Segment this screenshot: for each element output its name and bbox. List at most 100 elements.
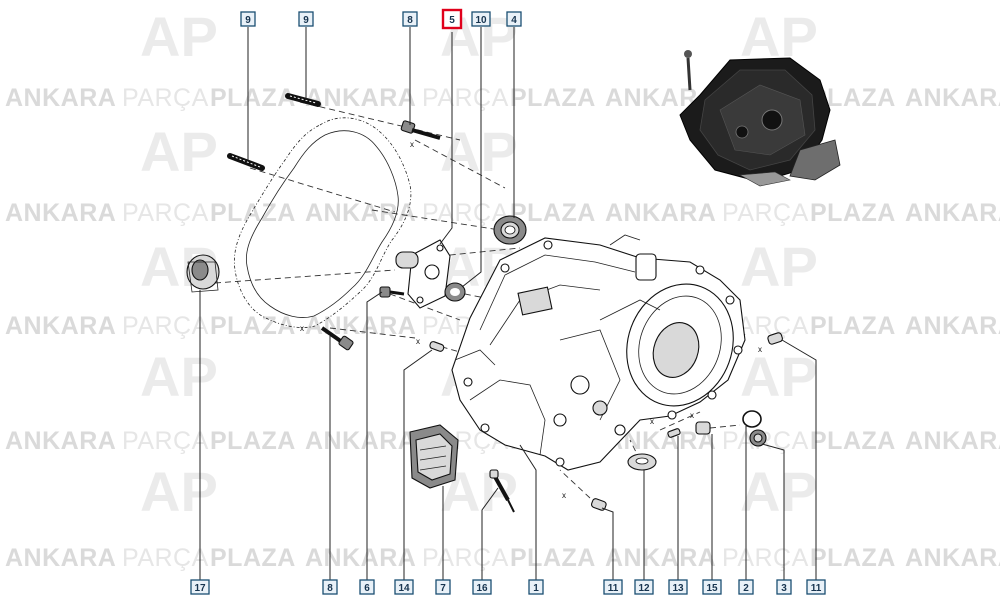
callout-5-selected[interactable]: 5 xyxy=(441,8,463,30)
watermark-logo-text: AP xyxy=(140,345,218,408)
callout-14[interactable]: 14 xyxy=(394,579,414,595)
torque-mark: x xyxy=(758,345,762,354)
part-11-dowel-right: x xyxy=(758,332,783,354)
watermark-row: ANKARA PARÇA PLAZA ANKARA PARÇA PLAZA AN… xyxy=(5,544,1000,572)
torque-mark: x xyxy=(410,140,414,149)
watermark-word: ANKARA xyxy=(605,544,716,572)
callout-label: 15 xyxy=(706,583,718,594)
watermark-word: ANKARA xyxy=(905,199,1000,227)
callout-4[interactable]: 4 xyxy=(506,11,522,27)
watermark-logo-text: AP xyxy=(740,235,818,298)
part-11-dowel-bottom: x xyxy=(562,491,607,511)
watermark-word: PLAZA xyxy=(510,84,596,112)
callout-label: 8 xyxy=(327,583,333,594)
watermark-logo-text: AP xyxy=(140,460,218,523)
callout-label: 6 xyxy=(364,583,370,594)
watermark-word: ANKARA xyxy=(5,84,116,112)
part-12-washer xyxy=(627,453,657,471)
watermark-word: ANKARA xyxy=(305,427,416,455)
callout-2[interactable]: 2 xyxy=(738,579,754,595)
watermark-word: ANKARA xyxy=(905,312,1000,340)
callout-label: 11 xyxy=(608,583,619,594)
part-10-seal xyxy=(444,282,466,302)
part-4-seal xyxy=(493,215,527,245)
callout-15[interactable]: 15 xyxy=(702,579,722,595)
callout-label: 5 xyxy=(449,15,455,26)
callout-6[interactable]: 6 xyxy=(359,579,375,595)
watermark-word: ANKARA xyxy=(5,544,116,572)
callout-12[interactable]: 12 xyxy=(634,579,654,595)
torque-mark: x xyxy=(416,337,420,346)
callout-label: 9 xyxy=(245,15,251,26)
callout-label: 8 xyxy=(407,15,413,26)
callout-8[interactable]: 8 xyxy=(402,11,418,27)
watermark-word: PLAZA xyxy=(210,84,296,112)
watermark-word: ANKARA xyxy=(305,544,416,572)
part-7-boot xyxy=(409,424,459,489)
watermark-word: PLAZA xyxy=(510,544,596,572)
callout-7[interactable]: 7 xyxy=(435,579,451,595)
gasket-outline xyxy=(233,117,412,328)
callout-11[interactable]: 11 xyxy=(603,579,623,595)
watermark-word: ANKARA xyxy=(905,544,1000,572)
watermark-word: ANKARA xyxy=(305,312,416,340)
watermark-word: PARÇA xyxy=(722,544,809,572)
watermark-word: PARÇA xyxy=(122,544,209,572)
callout-label: 16 xyxy=(476,583,488,594)
callout-17[interactable]: 17 xyxy=(190,579,210,595)
torque-mark: x xyxy=(300,324,304,333)
watermark-logo-text: AP xyxy=(740,460,818,523)
part-16-pin xyxy=(489,469,515,513)
watermark-word: ANKARA xyxy=(305,199,416,227)
callout-1[interactable]: 1 xyxy=(528,579,544,595)
watermark-word: PLAZA xyxy=(210,312,296,340)
stud-lower xyxy=(227,153,265,171)
watermark-word: PARÇA xyxy=(122,84,209,112)
callout-label: 1 xyxy=(533,583,539,594)
watermark-word: PARÇA xyxy=(422,84,509,112)
watermark-word: PARÇA xyxy=(122,427,209,455)
watermark-word: PARÇA xyxy=(122,199,209,227)
watermark-logo-text: AP xyxy=(140,120,218,183)
callout-9[interactable]: 9 xyxy=(298,11,314,27)
watermark-logo-text: AP xyxy=(740,345,818,408)
torque-mark: x xyxy=(690,411,694,420)
callout-11[interactable]: 11 xyxy=(806,579,826,595)
bolt-upper: x xyxy=(400,120,441,149)
callout-16[interactable]: 16 xyxy=(472,579,492,595)
stud-upper xyxy=(285,93,321,107)
callout-label: 2 xyxy=(743,583,749,594)
assembly-thumbnail xyxy=(679,50,841,187)
callout-10[interactable]: 10 xyxy=(471,11,491,27)
part-5-flange-tube xyxy=(395,239,451,309)
callout-label: 10 xyxy=(475,15,487,26)
watermark-logo-text: AP xyxy=(740,5,818,68)
callout-13[interactable]: 13 xyxy=(668,579,688,595)
callout-label: 7 xyxy=(440,583,446,594)
callout-8[interactable]: 8 xyxy=(322,579,338,595)
part-13-pin: x xyxy=(650,417,681,438)
callout-label: 17 xyxy=(194,583,206,594)
watermark-word: PARÇA xyxy=(722,199,809,227)
callout-label: 9 xyxy=(303,15,309,26)
callout-3[interactable]: 3 xyxy=(776,579,792,595)
watermark-word: ANKARA xyxy=(5,427,116,455)
torque-mark: x xyxy=(562,491,566,500)
watermark-logo-text: AP xyxy=(140,5,218,68)
part-6-bolt xyxy=(379,286,405,298)
part-3-drain-plug xyxy=(749,429,767,447)
part-14-dowel: x xyxy=(416,337,445,352)
bolt-lower: x xyxy=(300,324,354,351)
watermark-word: PLAZA xyxy=(810,427,896,455)
watermark-row: ANKARA PARÇA PLAZA ANKARA PARÇA PLAZA AN… xyxy=(5,84,1000,112)
callout-label: 3 xyxy=(781,583,787,594)
callout-label: 12 xyxy=(638,583,650,594)
watermark-word: PLAZA xyxy=(810,199,896,227)
part-1-gearbox-housing xyxy=(451,234,746,471)
watermark-word: ANKARA xyxy=(305,84,416,112)
callout-9[interactable]: 9 xyxy=(240,11,256,27)
gasket-inner xyxy=(245,130,399,318)
watermark-word: PARÇA xyxy=(122,312,209,340)
watermark-word: ANKARA xyxy=(5,312,116,340)
